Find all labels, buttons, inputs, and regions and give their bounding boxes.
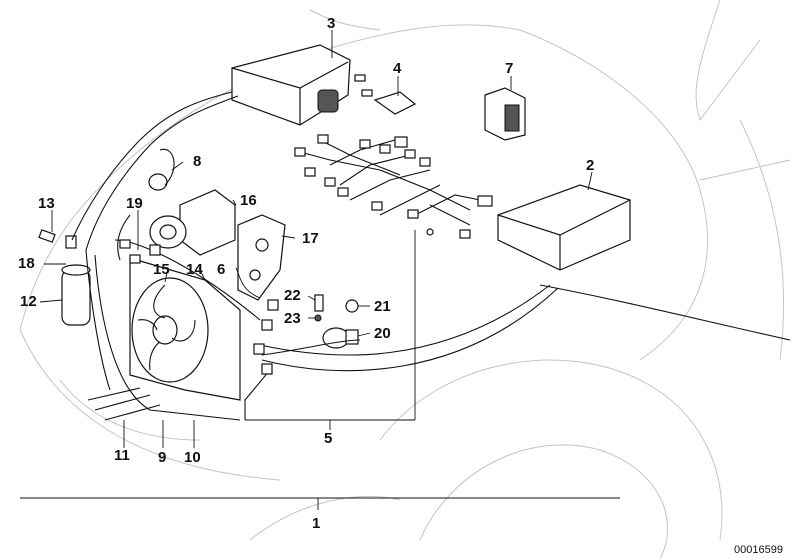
part-2-housing-right <box>497 184 631 271</box>
part-23-oring <box>314 314 322 322</box>
part-8-clip <box>148 148 175 191</box>
wiring-harness <box>294 134 493 239</box>
callout-2[interactable]: 2 <box>586 157 594 174</box>
callout-16[interactable]: 16 <box>240 192 257 209</box>
callout-6[interactable]: 6 <box>217 261 225 278</box>
part-7-control-unit <box>484 87 526 141</box>
callout-11[interactable]: 11 <box>114 447 130 464</box>
part-13-switch <box>38 229 77 249</box>
part-4-module <box>354 74 417 115</box>
callout-21[interactable]: 21 <box>374 298 391 315</box>
callout-12[interactable]: 12 <box>20 293 37 310</box>
callout-14[interactable]: 14 <box>186 261 203 278</box>
part-20-expansion-valve <box>322 327 359 349</box>
callout-17[interactable]: 17 <box>302 230 319 247</box>
car-body-outline <box>19 0 791 559</box>
callout-7[interactable]: 7 <box>505 60 513 77</box>
callout-22[interactable]: 22 <box>284 287 301 304</box>
refrigerant-lines <box>71 91 791 421</box>
callouts: 1 2 3 4 5 6 7 8 9 10 11 12 13 14 15 16 1… <box>18 15 594 532</box>
part-17-bracket <box>237 214 286 301</box>
callout-15[interactable]: 15 <box>153 261 170 278</box>
callout-1[interactable]: 1 <box>312 515 320 532</box>
callout-20[interactable]: 20 <box>374 325 391 342</box>
callout-9[interactable]: 9 <box>158 449 166 466</box>
part-3-evaporator-housing <box>231 44 351 126</box>
part-22-switch <box>314 294 324 312</box>
callout-18[interactable]: 18 <box>18 255 35 272</box>
callout-10[interactable]: 10 <box>184 449 201 466</box>
part-16-compressor <box>149 189 236 256</box>
callout-3[interactable]: 3 <box>327 15 335 32</box>
callout-13[interactable]: 13 <box>38 195 55 212</box>
callout-5[interactable]: 5 <box>324 430 332 447</box>
callout-4[interactable]: 4 <box>393 60 402 77</box>
leader-lines <box>39 30 593 448</box>
part-12-receiver-drier <box>61 264 91 326</box>
assembly-rule <box>20 497 620 510</box>
document-id: 00016599 <box>734 544 783 556</box>
part-21-sensor <box>345 299 359 313</box>
callout-19[interactable]: 19 <box>126 195 143 212</box>
callout-23[interactable]: 23 <box>284 310 301 327</box>
part-15-fan <box>131 277 209 383</box>
callout-8[interactable]: 8 <box>193 153 201 170</box>
